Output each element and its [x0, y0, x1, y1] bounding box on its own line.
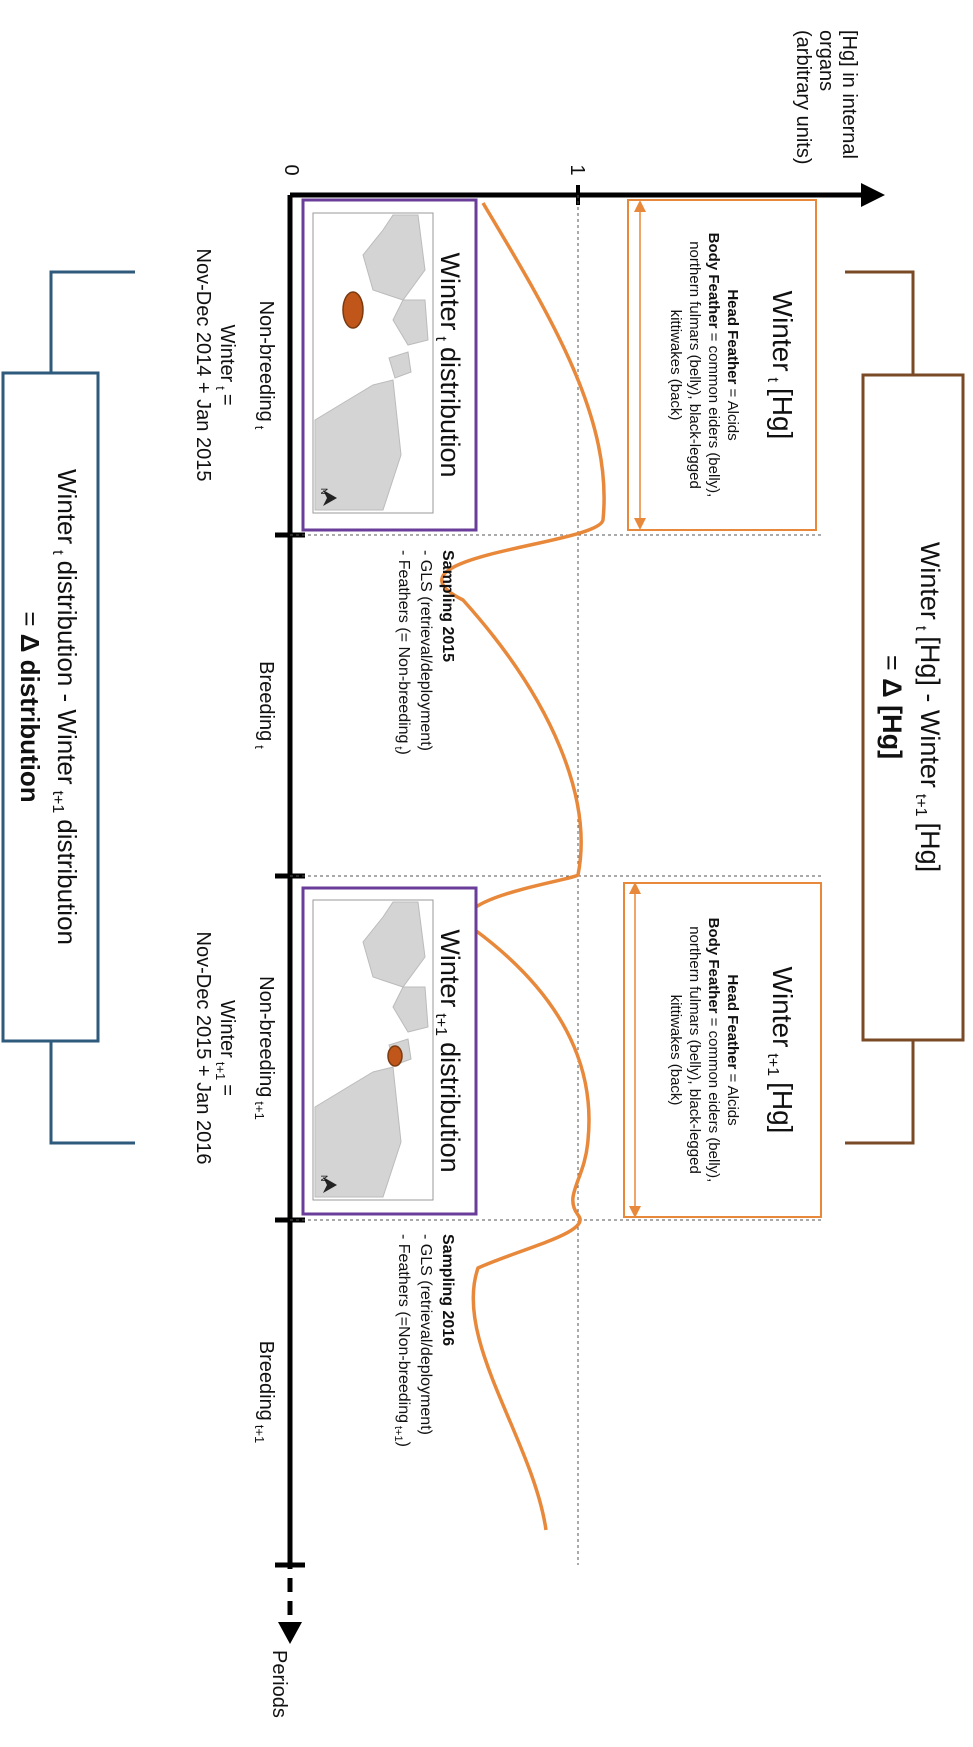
- winter-t1-body-feather-line4: kittiwakes (back): [667, 995, 684, 1106]
- winter-t-label: Wintert=: [213, 324, 238, 405]
- delta-hg-line2: = Δ [Hg]: [877, 655, 907, 759]
- winter-t1-distribution-box: Wintert+1distribution N: [301, 886, 478, 1216]
- svg-text:[Hg] in internal: [Hg] in internal: [838, 30, 860, 159]
- delta-distribution-group: Wintertdistribution - Wintert+1distribut…: [1, 270, 135, 1145]
- winter-t-distribution-box: Wintertdistribution N: [301, 198, 478, 532]
- delta-hg-line1: Wintert[Hg] - Wintert+1[Hg]: [912, 542, 945, 872]
- winter-t1-dates: Wintert+1= Nov-Dec 2015 + Jan 2016: [192, 932, 238, 1165]
- svg-text:organs: organs: [815, 30, 837, 91]
- winter-t1-distribution-map: N: [312, 899, 434, 1201]
- sampling-2015-item2: - Feathers (= Non-breedingt): [392, 550, 412, 755]
- winter-t-head-feather: Head Feather = Alcids: [724, 289, 741, 440]
- sampling-2015-item1: - GLS (retrieval/deployment): [417, 550, 434, 751]
- winter-t-body-feather-line3: northern fulmars (belly), black-legged: [686, 241, 703, 489]
- winter-t-hg-title: Wintert[Hg]: [764, 291, 798, 440]
- winter-t1-range-ellipse: [387, 1045, 403, 1067]
- winter-t-hg-box: Wintert[Hg] Head Feather = Alcids Body F…: [627, 199, 817, 531]
- north-arrow-icon: [323, 490, 337, 506]
- period-label-breeding-t: Breedingt: [252, 661, 277, 749]
- winter-t-body-feather-line4: kittiwakes (back): [667, 310, 684, 421]
- winter-t1-date-range: Nov-Dec 2015 + Jan 2016: [192, 932, 214, 1165]
- delta-distribution-line1: Wintertdistribution - Wintert+1distribut…: [49, 469, 82, 945]
- hg-concentration-curve: [440, 202, 606, 1531]
- sampling-2016-note: Sampling 2016 - GLS (retrieval/deploymen…: [392, 1234, 456, 1447]
- x-axis-label: Periods: [268, 1650, 290, 1718]
- x-axis-arrowhead: [278, 1622, 302, 1644]
- north-arrow-letter: N: [319, 488, 329, 495]
- y-axis-label: [Hg] in internal organs (arbitrary units…: [792, 30, 860, 164]
- winter-t-body-feather: Body Feather = common eiders (belly),: [705, 233, 722, 498]
- sampling-2016-title: Sampling 2016: [439, 1234, 456, 1346]
- winter-t-range-ellipse: [342, 291, 364, 329]
- svg-text:(arbitrary units): (arbitrary units): [792, 30, 814, 164]
- winter-t-distribution-map: N: [312, 212, 434, 514]
- winter-t1-hg-box: Wintert+1[Hg] Head Feather = Alcids Body…: [623, 882, 822, 1218]
- sampling-2016-item2: - Feathers (=Non-breedingt+1): [392, 1234, 412, 1447]
- winter-t1-label: Wintert+1=: [213, 1000, 238, 1096]
- period-label-nonbreeding-t: Non-breedingt: [252, 301, 277, 430]
- north-arrow-icon: [323, 1177, 337, 1193]
- period-label-nonbreeding-t1: Non-breedingt+1: [252, 976, 277, 1120]
- y-tick-0-label: 0: [280, 164, 302, 175]
- sampling-2015-title: Sampling 2015: [439, 550, 456, 662]
- axes: [275, 183, 885, 1644]
- delta-hg-box: [861, 373, 965, 1042]
- winter-t1-body-feather-line3: northern fulmars (belly), black-legged: [686, 926, 703, 1174]
- winter-t1-head-feather: Head Feather = Alcids: [724, 974, 741, 1125]
- delta-hg-group: Wintert[Hg] - Wintert+1[Hg] = Δ [Hg]: [845, 270, 965, 1145]
- delta-distribution-box: [1, 371, 100, 1043]
- y-tick-1-label: 1: [566, 164, 588, 175]
- sampling-2016-item1: - GLS (retrieval/deployment): [417, 1234, 434, 1435]
- y-axis-arrowhead: [861, 183, 885, 207]
- winter-t1-hg-title: Wintert+1[Hg]: [764, 967, 798, 1134]
- winter-t-date-range: Nov-Dec 2014 + Jan 2015: [192, 249, 214, 482]
- sampling-2015-note: Sampling 2015 - GLS (retrieval/deploymen…: [392, 550, 456, 755]
- north-arrow-letter: N: [319, 1175, 329, 1182]
- winter-t-distribution-title: Wintertdistribution: [432, 252, 465, 477]
- period-label-breeding-t1: Breedingt+1: [252, 1341, 277, 1444]
- winter-t1-body-feather: Body Feather = common eiders (belly),: [705, 918, 722, 1183]
- winter-t1-distribution-title: Wintert+1distribution: [432, 929, 465, 1172]
- winter-t-dates: Wintert= Nov-Dec 2014 + Jan 2015: [192, 249, 238, 482]
- delta-distribution-line2: = Δ distribution: [15, 611, 45, 802]
